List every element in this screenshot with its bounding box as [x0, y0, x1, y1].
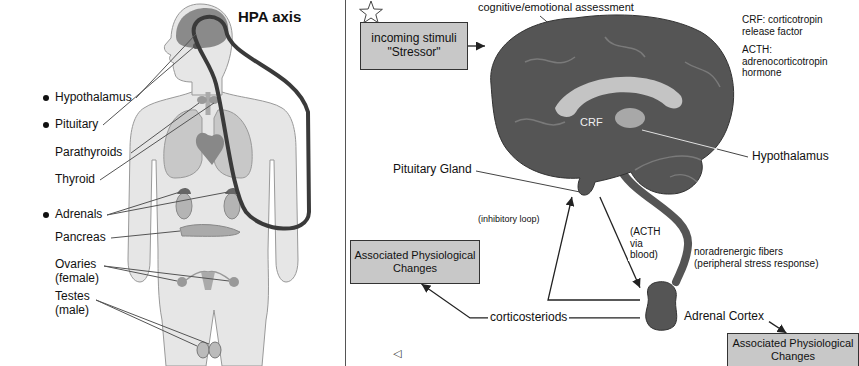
label-anchor: CRF: corticotropin release factor	[742, 14, 846, 37]
label-anchor: (inhibitory loop)	[476, 214, 542, 224]
organ-label: Pituitary	[55, 118, 98, 132]
organ-label: Thyroid	[55, 173, 95, 187]
uterus-icon	[201, 272, 215, 290]
label-anchor: Adrenals	[55, 208, 102, 222]
leader-line	[111, 231, 180, 238]
connector-label: (ACTH via blood)	[628, 226, 673, 261]
heart-icon	[196, 133, 224, 165]
kidney-icon	[176, 193, 192, 219]
organ-label: Parathyroids	[55, 146, 122, 160]
organ-label: Pituitary Gland	[393, 163, 472, 177]
label-anchor: Hypothalamus	[752, 150, 829, 164]
label-anchor: HPA axis	[238, 8, 301, 25]
connector-arrow	[468, 45, 485, 46]
pathway-note: noradrenergic fibers (peripheral stress …	[694, 246, 826, 269]
bullet	[43, 212, 49, 218]
label-anchor: Parathyroids	[55, 146, 122, 160]
label-anchor: (ACTH via blood)	[628, 226, 673, 261]
label-anchor: Hypothalamus	[55, 91, 132, 105]
abbreviation-note: ACTH: adrenocorticotropin hormone	[742, 44, 846, 79]
label-anchor: noradrenergic fibers (peripheral stress …	[694, 246, 826, 269]
hypothalamus-region	[615, 108, 645, 128]
brain-fold	[605, 37, 645, 57]
label-anchor: Thyroid	[55, 173, 95, 187]
lung-icon	[164, 110, 202, 178]
organ-label: Adrenals	[55, 208, 102, 222]
bullet	[43, 122, 49, 128]
organ-label: Testes (male)	[55, 290, 110, 318]
label-anchor: Pituitary	[55, 118, 98, 132]
box-text: incoming stimuli "Stressor"	[364, 32, 464, 60]
leader-lines	[96, 34, 229, 346]
connector-label: corticosteriods	[488, 311, 569, 325]
leader-line	[104, 266, 229, 281]
effect-box: Associated Physiological Changes	[350, 240, 480, 284]
adrenal-icon	[177, 188, 191, 194]
leader-line	[642, 130, 717, 149]
organ-label: Adrenal Cortex	[684, 310, 764, 324]
region-label: CRF	[580, 116, 603, 129]
label-anchor: Pancreas	[55, 231, 106, 245]
organ-label: Pancreas	[55, 231, 106, 245]
connector-arrow	[769, 322, 786, 333]
stimulus-box: incoming stimuli "Stressor"	[360, 22, 468, 70]
cerebellum-edge	[635, 156, 701, 170]
adrenal-gland-outline	[640, 280, 769, 332]
leader-line	[107, 192, 228, 215]
testis-icon	[209, 342, 221, 358]
label-anchor: Ovaries (female)	[55, 258, 110, 286]
leader-line	[96, 300, 209, 344]
ovary-icon	[177, 277, 187, 287]
brain-fold	[670, 175, 697, 182]
pancreas-icon	[180, 225, 240, 237]
brain-fold	[685, 62, 720, 87]
leader-line	[131, 103, 199, 153]
testis-icon	[197, 342, 209, 358]
process-note: cognitive/emotional assessment	[478, 1, 634, 14]
label-anchor: Testes (male)	[55, 290, 110, 318]
brain-fold	[515, 119, 565, 125]
connector-arrow	[548, 197, 640, 300]
axis-loop	[194, 17, 309, 229]
label-anchor: cognitive/emotional assessment	[478, 1, 634, 14]
trachea	[206, 92, 211, 115]
leader-line	[96, 300, 197, 346]
brain-shape: CRF	[485, 12, 737, 197]
star-symbol	[360, 1, 383, 23]
adrenal-gland: Adrenal Cortex	[640, 280, 769, 332]
axis-title: HPA axis	[238, 8, 301, 25]
label-anchor: ◁	[393, 347, 401, 360]
nav-symbol: ◁	[393, 347, 401, 360]
panel-divider	[345, 0, 346, 366]
brain-shape-outline	[485, 12, 737, 197]
limbic-region	[555, 77, 682, 117]
box-text: Associated Physiological Changes	[731, 337, 855, 362]
brain-fold	[525, 57, 575, 63]
abbreviation-note: CRF: corticotropin release factor	[742, 14, 846, 37]
leader-line	[103, 46, 195, 125]
brain-outline	[491, 15, 734, 195]
leader-line	[717, 149, 748, 157]
adrenal-outline	[646, 282, 677, 331]
box-text: Associated Physiological Changes	[354, 249, 476, 274]
organ-label: Ovaries (female)	[55, 258, 110, 286]
brain-icon	[176, 8, 228, 48]
bullet	[43, 95, 49, 101]
label-anchor: Pituitary Gland	[393, 163, 472, 177]
leader-line	[100, 103, 214, 180]
organ-label: Hypothalamus	[752, 150, 829, 164]
ovary-icon	[229, 277, 239, 287]
label-anchor: ACTH: adrenocorticotropin hormone	[742, 44, 846, 79]
label-anchor: corticosteriods	[488, 311, 569, 325]
effect-box: Associated Physiological Changes	[727, 333, 859, 366]
organ-label: Hypothalamus	[55, 91, 132, 105]
connector-label: (inhibitory loop)	[476, 214, 542, 224]
